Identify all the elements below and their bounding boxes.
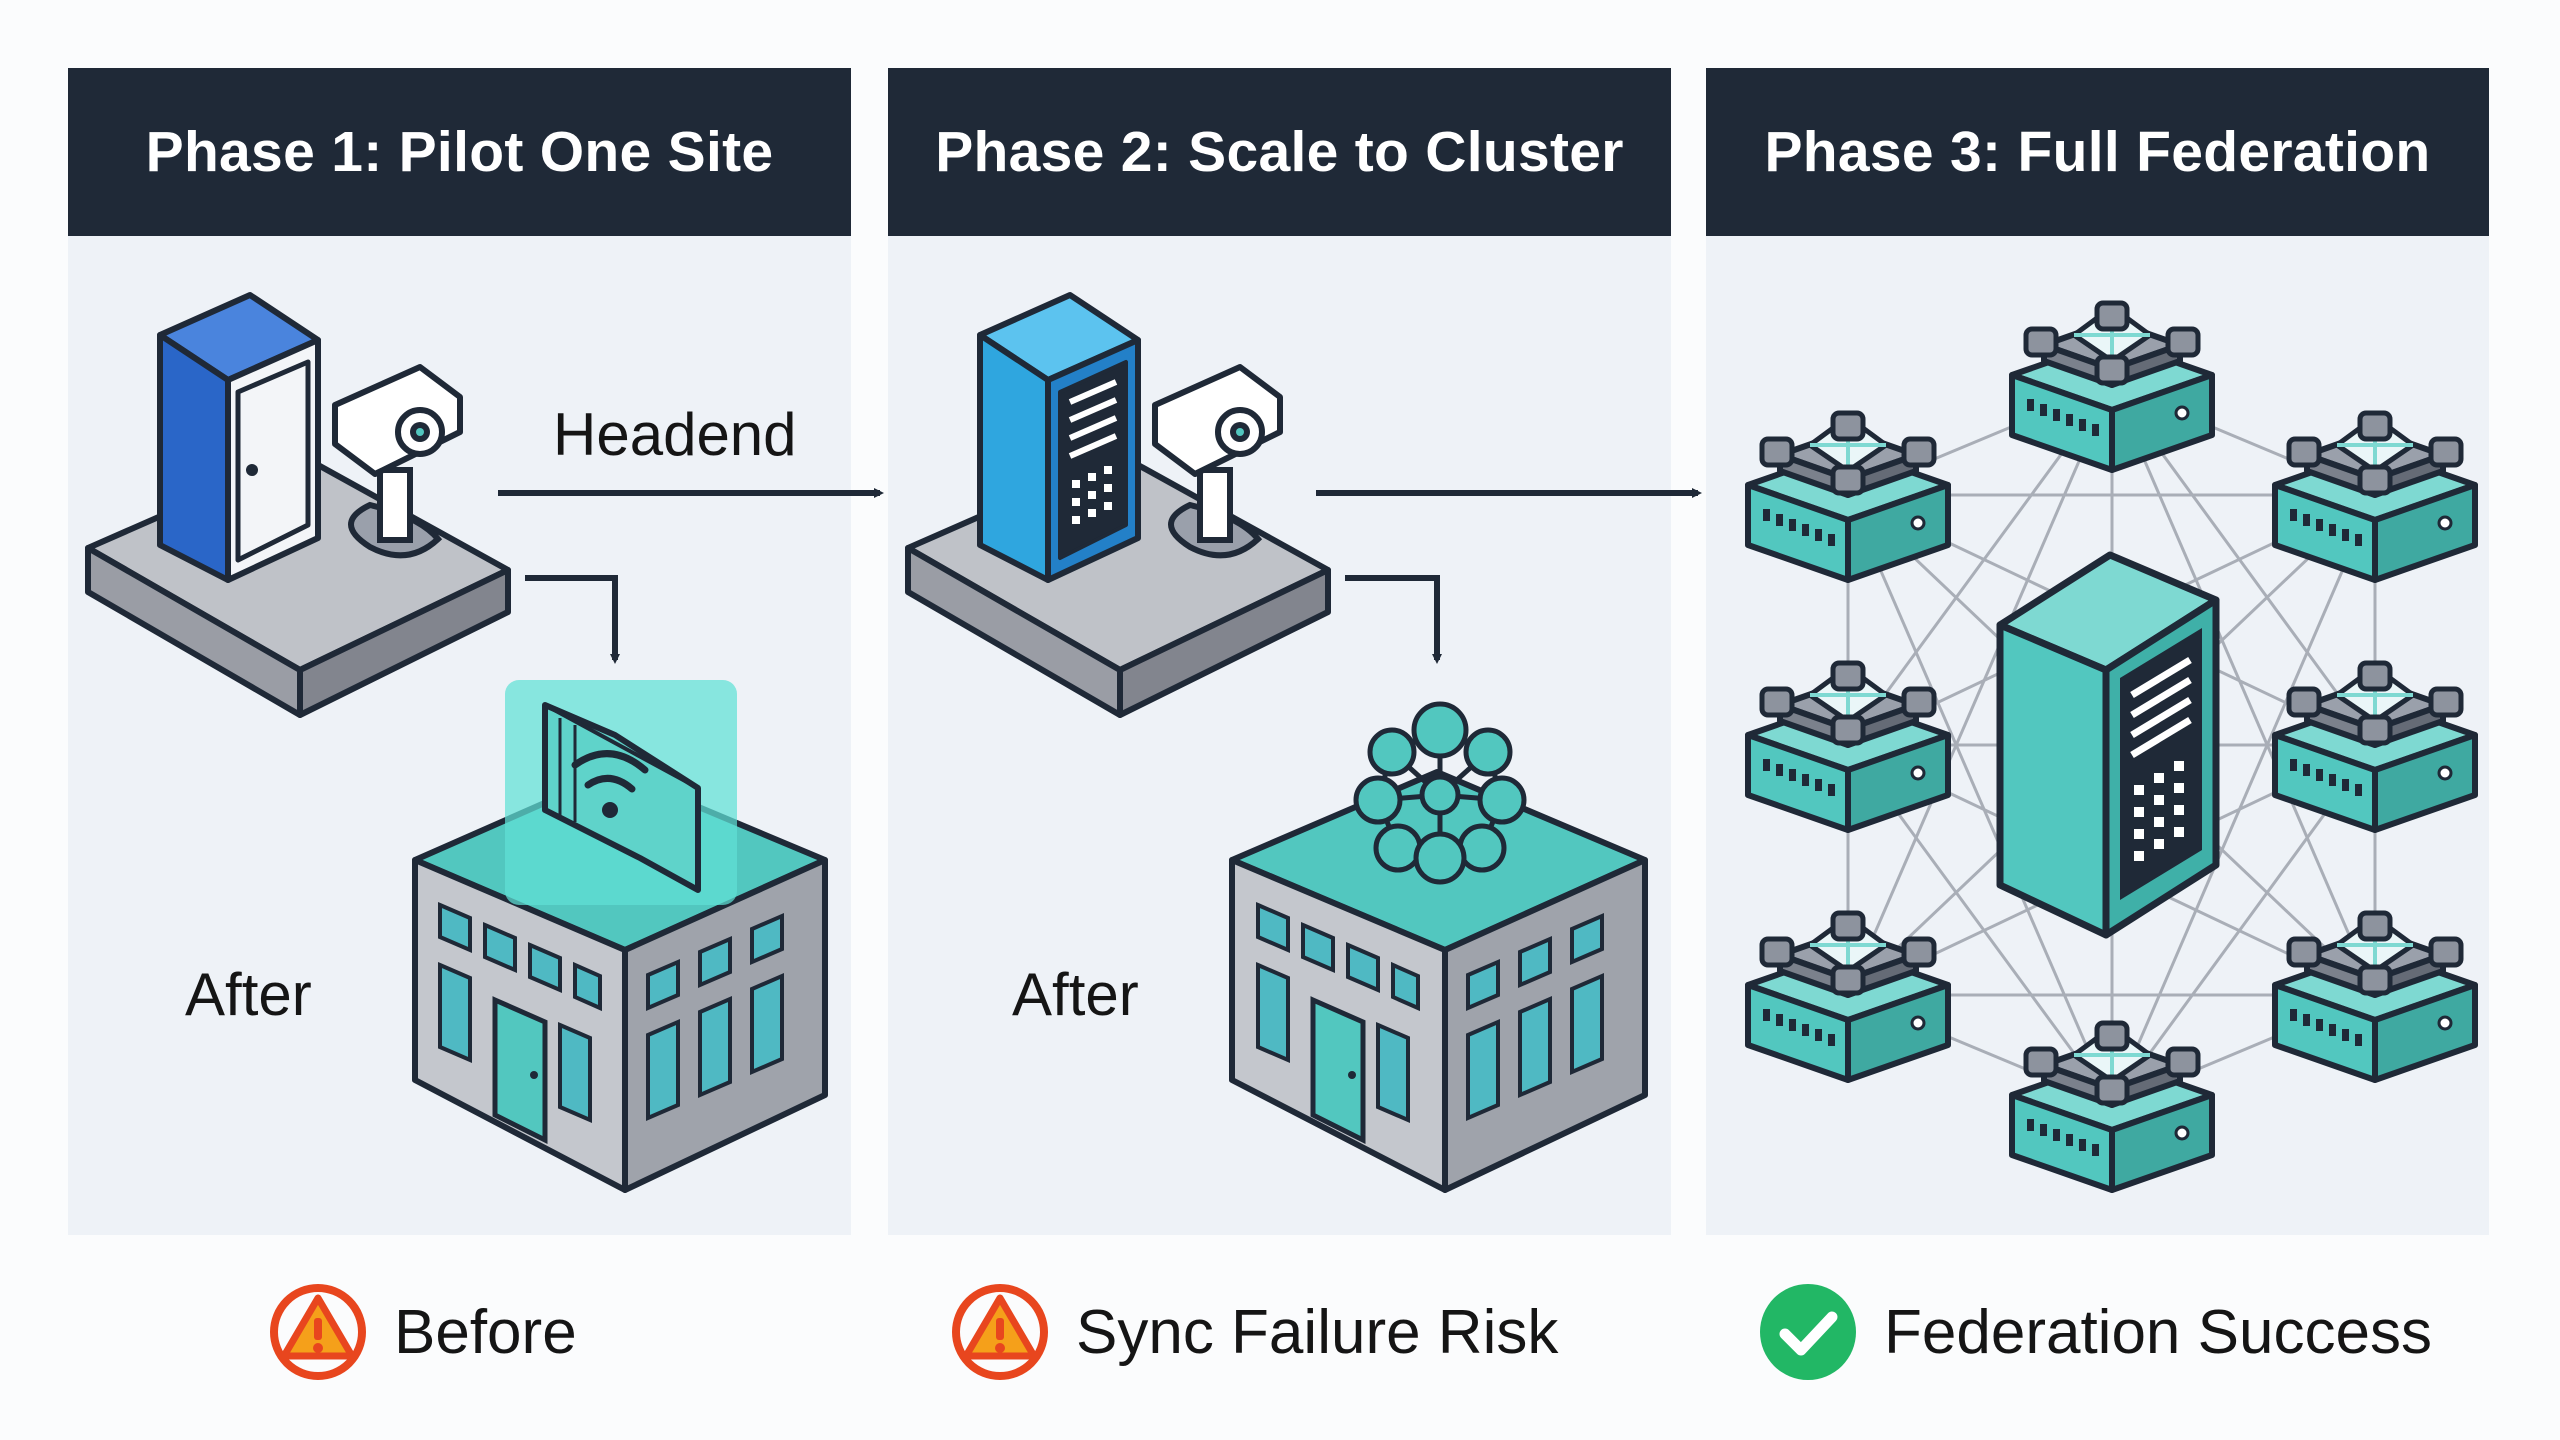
federation-hub-server-icon xyxy=(1996,551,2220,939)
federation-node-icon xyxy=(1748,413,1948,580)
status-before: Before xyxy=(268,1282,577,1382)
cluster-network-icon xyxy=(1353,701,1527,885)
phase-1-after-label: After xyxy=(185,961,312,1028)
status-sync-failure-risk: Sync Failure Risk xyxy=(950,1282,1558,1382)
status-sync-failure-text: Sync Failure Risk xyxy=(1076,1297,1559,1367)
phase-2-after-label: After xyxy=(1012,961,1139,1028)
status-before-text: Before xyxy=(394,1297,577,1367)
federation-node-icon xyxy=(2012,1023,2212,1190)
warning-icon xyxy=(952,1284,1048,1380)
phase-2-camera-icon xyxy=(1152,364,1283,559)
phase-2-title: Phase 2: Scale to Cluster xyxy=(888,68,1671,236)
federation-node-icon xyxy=(2275,913,2475,1080)
check-circle-icon xyxy=(1760,1284,1856,1380)
federation-node-icon xyxy=(2275,413,2475,580)
wireless-device-icon xyxy=(505,680,737,905)
federation-node-icon xyxy=(1748,663,1948,830)
cluster-server-icon xyxy=(977,292,1141,583)
phase-2-down-arrow xyxy=(1345,575,1442,664)
phase-3-title: Phase 3: Full Federation xyxy=(1706,68,2489,236)
phase-1-down-arrow xyxy=(525,575,620,664)
federation-node-icon xyxy=(2012,303,2212,470)
warning-icon xyxy=(270,1284,366,1380)
status-federation-success-text: Federation Success xyxy=(1884,1297,2432,1367)
phase-1-title: Phase 1: Pilot One Site xyxy=(68,68,851,236)
headend-label: Headend xyxy=(553,401,797,468)
federation-node-icon xyxy=(2275,663,2475,830)
status-federation-success: Federation Success xyxy=(1758,1282,2432,1382)
camera-icon xyxy=(332,364,463,559)
federation-node-icon xyxy=(1748,913,1948,1080)
headend-server-icon xyxy=(157,292,321,583)
